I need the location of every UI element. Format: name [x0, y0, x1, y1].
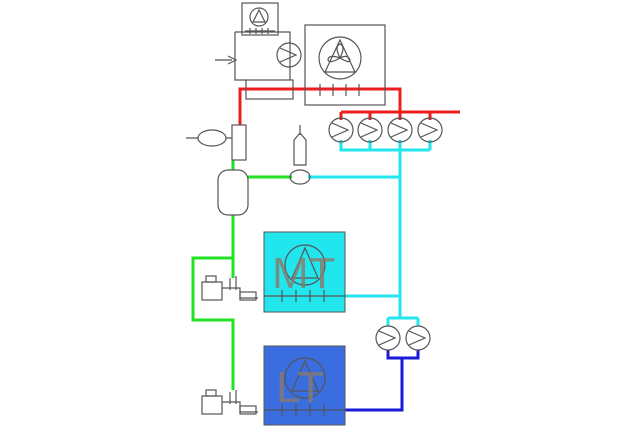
discharge-line [238, 87, 460, 125]
liquid-line [191, 160, 292, 390]
lt-display-case: LT [263, 345, 346, 426]
lt-expansion-valve [201, 389, 258, 415]
mt-expansion-valve [201, 275, 258, 301]
mt-label: MT [272, 249, 336, 298]
receiver-tank [217, 169, 249, 216]
lt-label: LT [276, 363, 324, 412]
compressor-icon [276, 42, 302, 68]
lt-compressor-rack [375, 325, 431, 351]
mt-suction-line [308, 140, 432, 326]
mt-compressor-rack [328, 117, 443, 143]
flash-gas-valve [289, 125, 311, 185]
lt-suction-line [345, 350, 420, 412]
hp-valve [186, 124, 247, 161]
gas-cooler [304, 24, 386, 106]
small-condenser [215, 2, 302, 100]
mt-display-case: MT [263, 231, 346, 313]
fan-icon [318, 36, 362, 80]
